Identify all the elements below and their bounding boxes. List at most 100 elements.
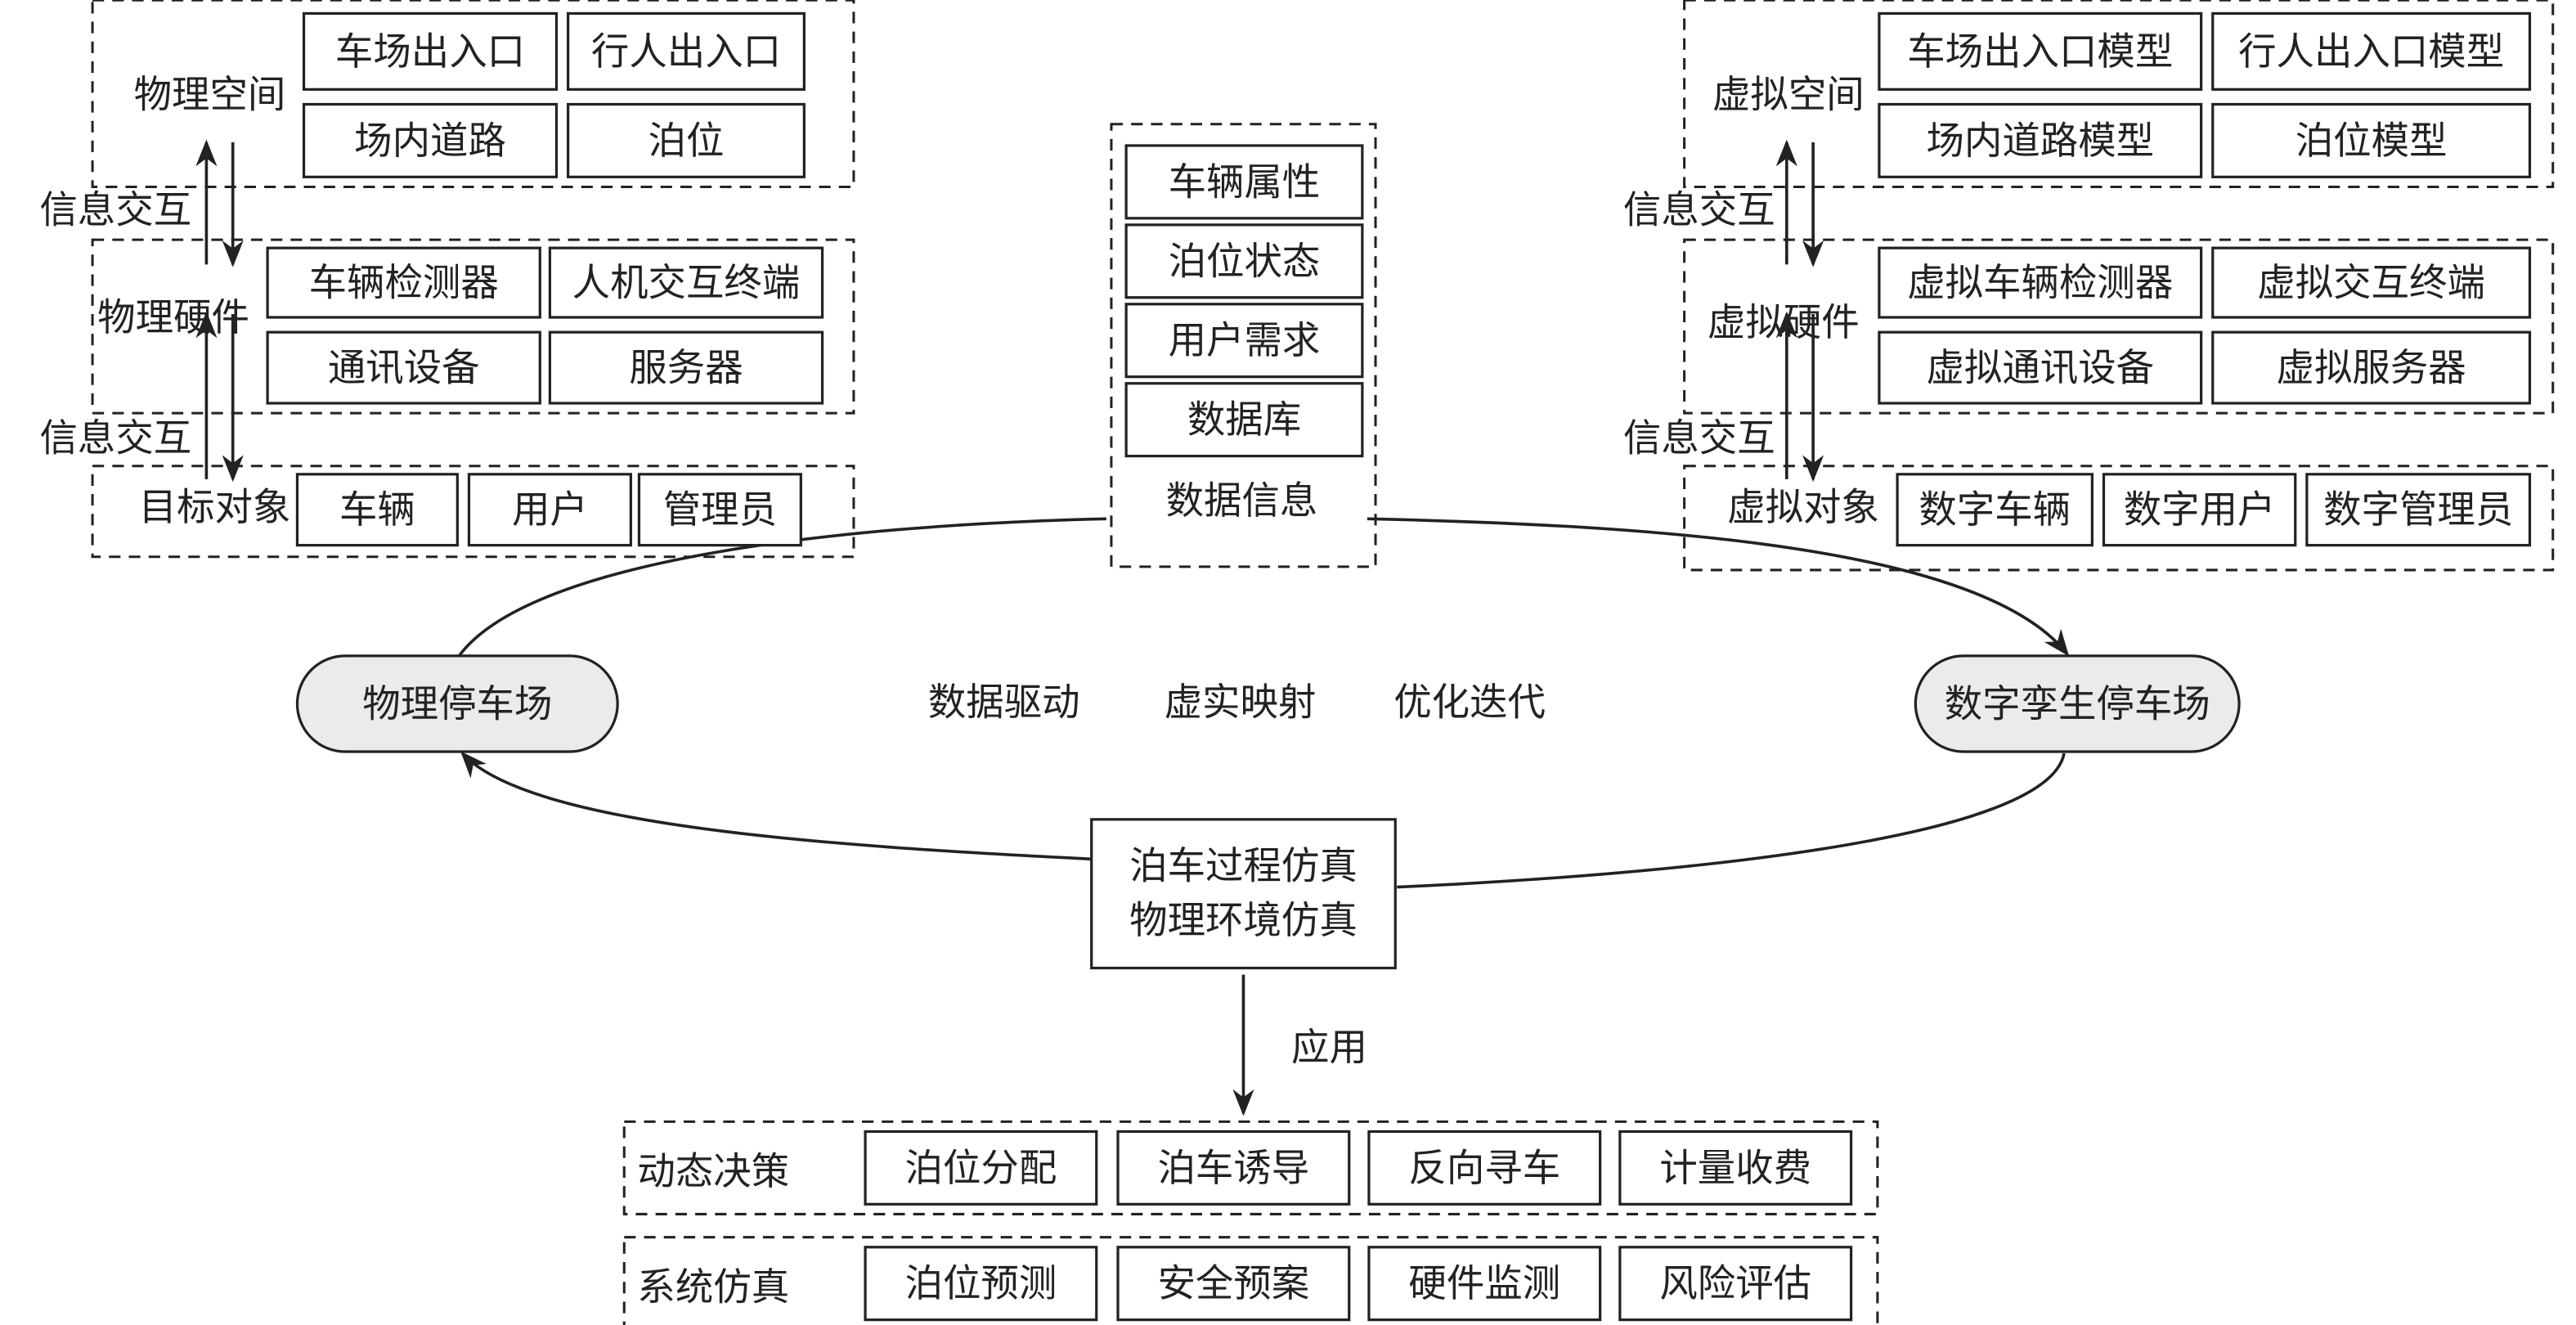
data-item-3-label: 数据库: [1187, 398, 1301, 442]
vehicle-detector-label: 车辆检测器: [309, 261, 499, 305]
physical-space-group: [91, 0, 855, 188]
parking-space-model-box: [2211, 102, 2532, 178]
physical-parking-node: [295, 654, 619, 753]
hmi-terminal-box: [548, 246, 824, 319]
pedestrian-entrance-box: [567, 11, 806, 91]
center-keyword: 数据驱动: [928, 680, 1080, 724]
virtual-server-box: [2211, 330, 2532, 405]
digital-user-box: [2102, 473, 2297, 547]
communication-device-box: [266, 330, 541, 405]
user-box: [467, 473, 632, 547]
info-interaction-label: 信息交互: [1623, 415, 1775, 460]
decision-item-3-label: 计量收费: [1659, 1146, 1811, 1190]
virtual-terminal-box: [2211, 246, 2532, 319]
vehicle-detector-box: [266, 246, 541, 319]
application-label: 应用: [1291, 1025, 1367, 1069]
dynamic-decision-title: 动态决策: [637, 1149, 789, 1193]
entrance-model-label: 车场出入口模型: [1907, 29, 2173, 74]
data-info-title: 数据信息: [1166, 478, 1318, 523]
parking-space-box: [567, 102, 806, 178]
decision-item-3-box: [1618, 1130, 1853, 1206]
virtual-terminal-label: 虚拟交互终端: [2257, 261, 2485, 305]
server-box: [548, 330, 824, 405]
pedestrian-entrance-label: 行人出入口: [591, 29, 781, 74]
hmi-terminal-label: 人机交互终端: [572, 261, 801, 305]
virtual-communication-label: 虚拟通讯设备: [1926, 346, 2154, 390]
virtual-objects-title: 虚拟对象: [1727, 485, 1879, 529]
flow-arrow-simulation-to-physical: [460, 751, 1092, 861]
data-item-2-label: 用户需求: [1169, 318, 1321, 362]
server-label: 服务器: [629, 346, 743, 390]
road-model-label: 场内道路模型: [1926, 119, 2154, 163]
parking-entrance-label: 车场出入口: [335, 29, 525, 74]
simulation-item-0-box: [864, 1246, 1098, 1322]
user-label: 用户: [512, 487, 588, 532]
virtual-server-label: 虚拟服务器: [2277, 346, 2466, 390]
system-simulation-title: 系统仿真: [637, 1264, 789, 1309]
info-interaction-label: 信息交互: [39, 415, 191, 460]
parking-space-model-label: 泊位模型: [2296, 119, 2448, 163]
parking-entrance-box: [302, 11, 559, 91]
digital-user-label: 数字用户: [2124, 487, 2276, 532]
pedestrian-entrance-model-label: 行人出入口模型: [2238, 29, 2504, 74]
flow-arrow-data-to-twin: [1367, 517, 2070, 657]
center-keyword: 优化迭代: [1393, 680, 1546, 724]
pedestrian-entrance-model-box: [2211, 11, 2532, 91]
virtual-vehicle-detector-box: [1878, 246, 2203, 319]
digital-vehicle-box: [1896, 473, 2094, 547]
virtual-communication-box: [1878, 330, 2203, 405]
administrator-label: 管理员: [663, 487, 777, 532]
data-item-1-box: [1124, 223, 1364, 299]
center-keyword: 虚实映射: [1165, 680, 1317, 724]
vehicle-box: [295, 473, 459, 547]
digital-vehicle-label: 数字车辆: [1919, 487, 2071, 532]
decision-item-0-label: 泊位分配: [905, 1146, 1057, 1190]
data-info-group: [1110, 123, 1377, 568]
digital-twin-parking-label: 数字孪生停车场: [1945, 681, 2210, 725]
virtual-space-group: [1683, 0, 2555, 188]
simulation-item-3-box: [1618, 1246, 1853, 1322]
target-objects-title: 目标对象: [139, 485, 291, 529]
parking-process-simulation: 泊车过程仿真: [1129, 843, 1358, 887]
simulation-item-2-label: 硬件监测: [1408, 1261, 1560, 1305]
digital-twin-parking-node: [1914, 654, 2241, 753]
info-interaction-label: 信息交互: [39, 188, 191, 232]
data-item-2-box: [1124, 303, 1364, 379]
virtual-space-title: 虚拟空间: [1712, 72, 1865, 116]
decision-item-2-box: [1367, 1130, 1602, 1206]
virtual-hardware-title: 虚拟硬件: [1708, 300, 1860, 344]
target-objects-group: [91, 465, 855, 559]
decision-item-2-label: 反向寻车: [1408, 1146, 1560, 1190]
info-interaction-label: 信息交互: [1623, 188, 1775, 232]
data-item-3-box: [1124, 382, 1364, 458]
internal-road-box: [302, 102, 559, 178]
physical-hardware-group: [91, 238, 855, 415]
flow-curve-physical-to-data: [457, 517, 1106, 658]
system-simulation-group: [622, 1236, 1879, 1325]
flow-curve-twin-to-simulation: [1397, 752, 2066, 889]
data-item-1-label: 泊位状态: [1169, 239, 1321, 283]
decision-item-1-box: [1116, 1130, 1351, 1206]
dynamic-decision-group: [622, 1120, 1879, 1215]
simulation-item-1-label: 安全预案: [1157, 1261, 1309, 1305]
communication-device-label: 通讯设备: [328, 346, 480, 390]
road-model-box: [1878, 102, 2203, 178]
entrance-model-box: [1878, 11, 2203, 91]
administrator-box: [637, 473, 802, 547]
physical-hardware-title: 物理硬件: [97, 295, 249, 339]
virtual-hardware-group: [1683, 238, 2555, 415]
data-item-0-label: 车辆属性: [1169, 159, 1321, 204]
decision-item-1-label: 泊车诱导: [1157, 1146, 1309, 1190]
simulation-box: [1090, 818, 1397, 970]
parking-space-label: 泊位: [648, 119, 725, 163]
physical-space-title: 物理空间: [134, 72, 286, 116]
simulation-item-2-box: [1367, 1246, 1602, 1322]
virtual-vehicle-detector-label: 虚拟车辆检测器: [1907, 261, 2173, 305]
simulation-item-0-label: 泊位预测: [905, 1261, 1057, 1305]
internal-road-label: 场内道路: [354, 119, 506, 163]
physical-environment-simulation: 物理环境仿真: [1129, 898, 1358, 942]
data-item-0-box: [1124, 144, 1364, 220]
vehicle-label: 车辆: [339, 487, 415, 532]
decision-item-0-box: [864, 1130, 1098, 1206]
